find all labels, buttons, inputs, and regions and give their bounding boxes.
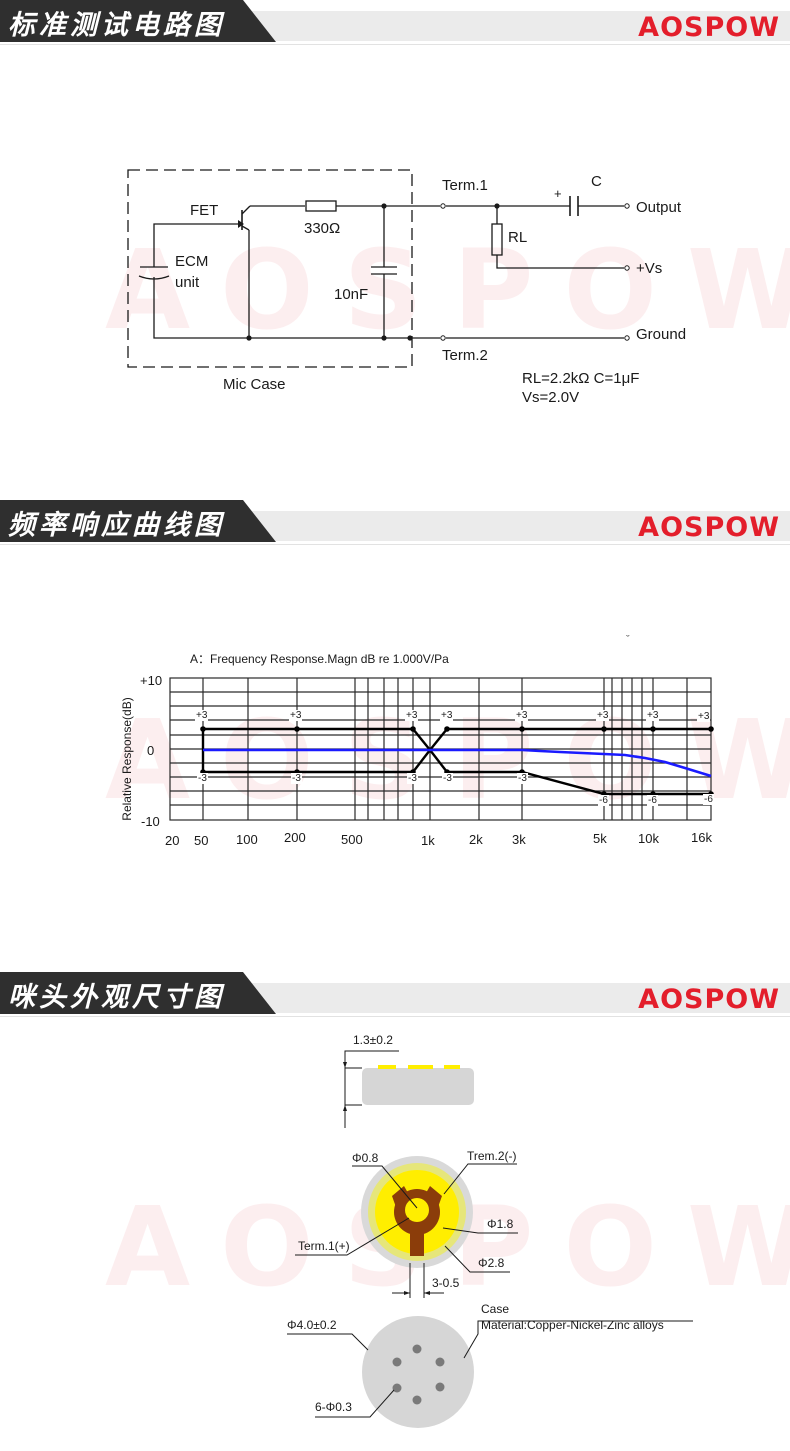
mic-case-outline [127,169,413,368]
fet-label: FET [190,202,219,219]
front-view [287,1316,693,1428]
phi08-label: Φ0.8 [352,1151,379,1165]
header-divider [0,44,790,45]
dimension-drawing: AOSPOW [0,1018,790,1451]
y-tick-top: +10 [140,673,163,688]
term2-pad-label: Trem.2(-) [467,1149,517,1163]
point-label-lower: -3 [517,773,528,784]
pad-width-label: 3-0.5 [432,1276,460,1290]
point-label-upper: +3 [440,710,454,721]
plus-label: + [554,186,562,201]
x-tick: 50 [194,833,209,848]
point-label-upper: +3 [646,710,660,721]
brand-logo: AOSPOW [638,12,780,43]
x-tick: 1k [421,833,435,848]
output-label: Output [636,199,682,216]
chart-title: A：Frequency Response.Magn dB re 1.000V/P… [190,652,449,666]
point-label-lower: -3 [407,773,418,784]
chart-plot [169,677,714,821]
mic-dimension-drawing [287,1050,693,1428]
spec-rl-c: RL=2.2kΩ C=1μF [522,370,640,387]
ground-label: Ground [636,326,687,343]
x-tick: 10k [638,831,659,846]
rl-label: RL [508,229,528,246]
header-divider [0,544,790,545]
pad-view [295,1156,518,1298]
x-tick: 20 [165,833,180,848]
y-tick-bottom: -10 [141,814,160,829]
point-label-upper: +3 [596,710,610,721]
section-title: 标准测试电路图 [8,10,225,41]
test-circuit-diagram: AOSPOW [0,46,790,486]
brand-logo: AOSPOW [638,984,780,1015]
capacitor-c-label: C [591,173,602,190]
section-title: 咪头外观尺寸图 [8,982,225,1013]
phi28-label: Φ2.8 [478,1256,505,1270]
point-label-upper: +3 [289,710,303,721]
section-title: 频率响应曲线图 [8,510,225,541]
term2-label: Term.2 [442,347,488,364]
section-header-dimensions: 咪头外观尺寸图 AOSPOW [0,972,790,1018]
thickness-label: 1.3±0.2 [353,1033,393,1047]
y-tick-zero: 0 [147,743,155,758]
logo-text: AOSPOW [638,984,780,1015]
point-label-lower: -3 [291,773,302,784]
x-tick: 3k [512,832,526,847]
spec-vs: Vs=2.0V [522,389,580,406]
x-tick: 200 [284,830,306,845]
resistor-330-label: 330Ω [304,220,341,237]
section-header-test-circuit: 标准测试电路图 AOSPOW [0,0,790,46]
header-title-block [0,500,276,542]
point-label-lower: -3 [197,773,208,784]
brand-logo: AOSPOW [638,512,780,543]
stray-mark: ˇ [626,634,630,646]
x-tick: 500 [341,832,363,847]
ecm-label: ECM [175,253,209,270]
point-label-lower: -3 [442,773,453,784]
phi18-label: Φ1.8 [487,1217,514,1231]
x-tick: 2k [469,832,483,847]
header-divider [0,1016,790,1017]
header-title-block [0,972,276,1014]
logo-text: AOSPOW [638,12,780,43]
logo-text: AOSPOW [638,512,780,543]
ecm-unit-label: unit [175,274,200,291]
point-label-upper: +3 [405,710,419,721]
material-label: Material:Copper-Nickel-Zinc alloys [481,1318,664,1332]
point-label-upper: +3 [195,710,209,721]
side-view [343,1050,474,1128]
x-tick: 16k [691,830,712,845]
circuit-schematic [127,169,630,368]
vs-label: +Vs [636,260,663,277]
frequency-response-chart: AOSPOW A：Frequency Response.Magn dB re 1… [0,546,790,966]
x-tick: 100 [236,832,258,847]
section-header-frequency-response: 频率响应曲线图 AOSPOW [0,500,790,546]
point-label-lower: -6 [647,795,658,806]
point-label-upper: +3 [697,711,711,722]
case-label: Case [481,1302,510,1316]
x-tick: 5k [593,831,607,846]
mic-case-label: Mic Case [223,376,286,393]
point-label-upper: +3 [515,710,529,721]
point-label-lower: -6 [598,795,609,806]
holes-label: 6-Φ0.3 [315,1400,352,1414]
term1-pad-label: Term.1(+) [298,1239,350,1253]
point-label-lower: -6 [703,794,714,805]
diameter-label: Φ4.0±0.2 [287,1318,337,1332]
capacitor-10nf-label: 10nF [334,286,369,303]
header-title-block [0,0,276,42]
term1-label: Term.1 [442,177,488,194]
